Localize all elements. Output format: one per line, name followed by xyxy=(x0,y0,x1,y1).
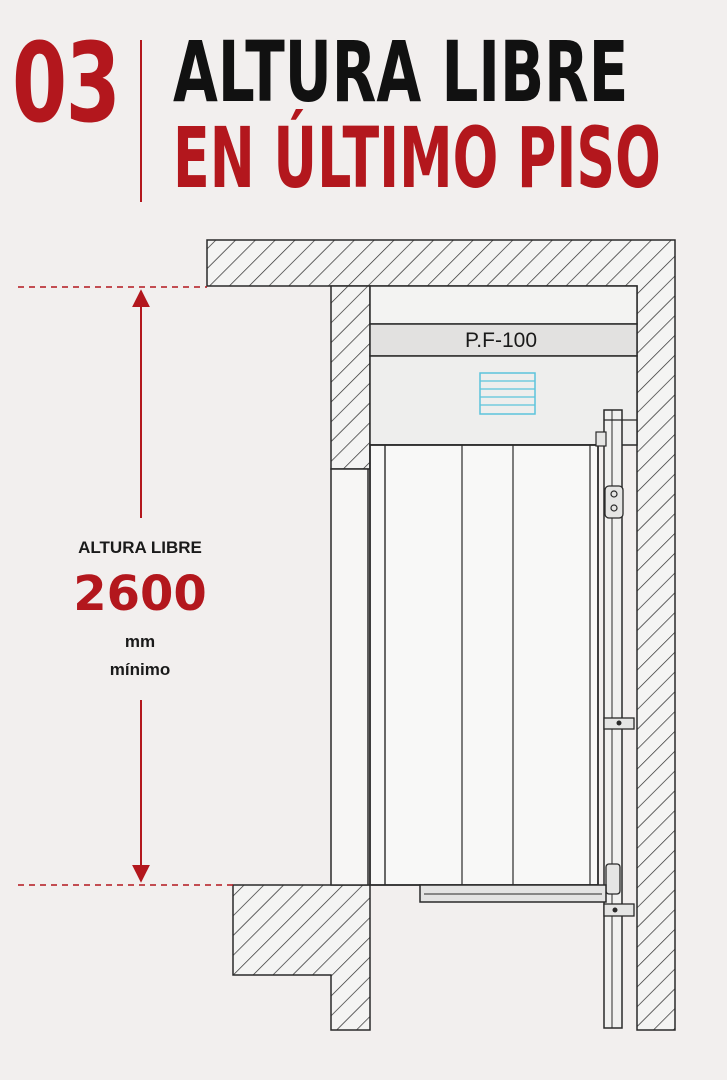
dimension-note: mínimo xyxy=(109,660,171,679)
lower-bracket xyxy=(603,863,635,917)
top-latch xyxy=(595,431,607,447)
vent-grille-icon xyxy=(479,372,536,415)
dimension-unit: mm xyxy=(124,632,156,651)
door-frame xyxy=(369,444,599,886)
upper-bracket xyxy=(604,485,624,519)
model-label-band xyxy=(369,323,638,357)
door-header-box xyxy=(369,355,638,446)
left-wall xyxy=(330,468,369,886)
section-number: 03 xyxy=(12,19,121,147)
dimension-label: ALTURA LIBRE xyxy=(78,538,202,557)
dimension-value: 2600 xyxy=(73,566,207,622)
lintel-wall xyxy=(330,285,371,470)
middle-bracket xyxy=(603,717,635,730)
model-label: P.F-100 xyxy=(465,329,537,352)
header-divider xyxy=(140,40,142,202)
floor-slab xyxy=(232,884,371,1031)
title-line-1: ALTURA LIBRE xyxy=(173,23,629,121)
title-line-2: EN ÚLTIMO PISO xyxy=(173,109,661,207)
top-beam xyxy=(369,285,638,325)
ceiling-slab xyxy=(206,239,676,1031)
